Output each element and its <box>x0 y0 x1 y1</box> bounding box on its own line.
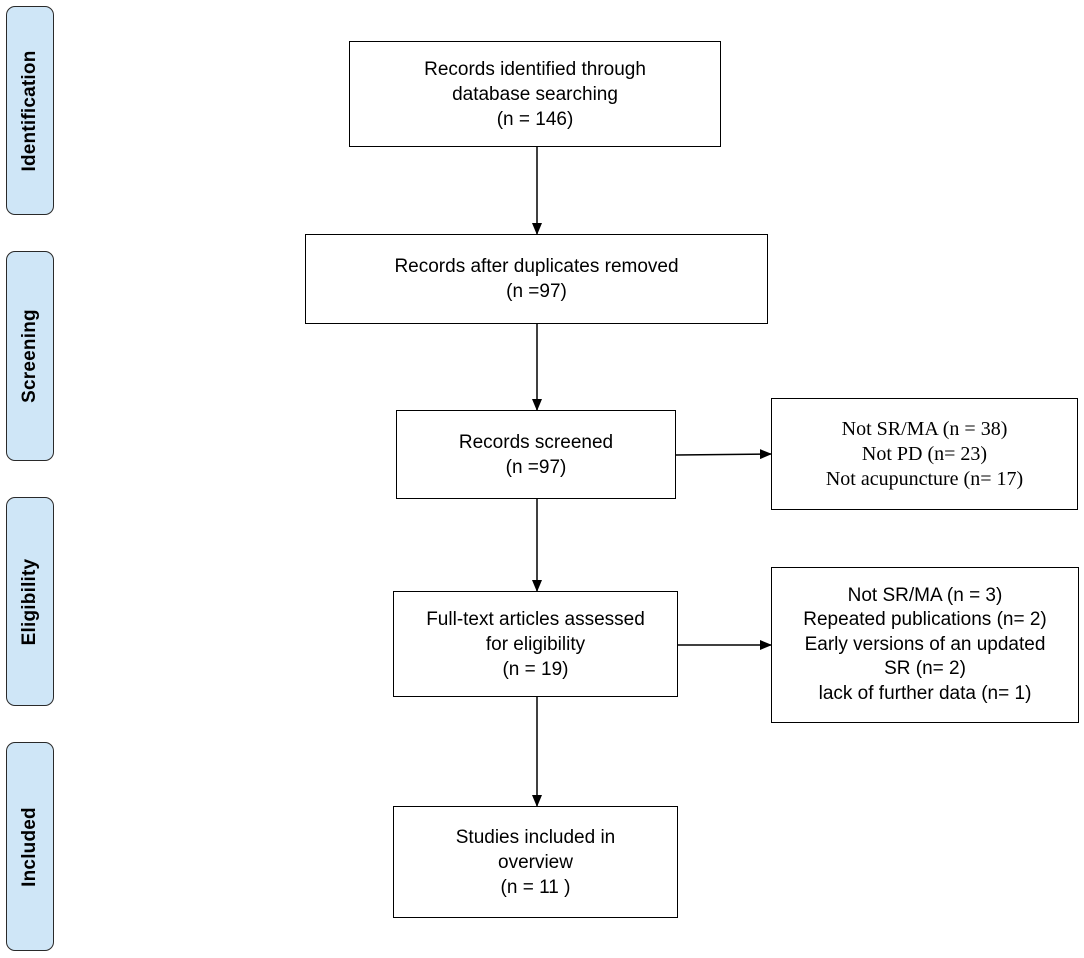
stage-identification: Identification <box>6 6 54 215</box>
box-records-screened: Records screened (n =97) <box>396 410 676 499</box>
stage-included: Included <box>6 742 54 951</box>
box-studies-included: Studies included in overview (n = 11 ) <box>393 806 678 918</box>
arrow-screened-to-excluded <box>675 449 772 460</box>
box-records-identified: Records identified through database sear… <box>349 41 721 147</box>
stage-eligibility: Eligibility <box>6 497 54 706</box>
box-full-text-assessed: Full-text articles assessed for eligibil… <box>393 591 678 697</box>
box-excluded-full-text: Not SR/MA (n = 3) Repeated publications … <box>771 567 1079 723</box>
box-duplicates-removed: Records after duplicates removed (n =97) <box>305 234 768 324</box>
box-excluded-screening: Not SR/MA (n = 38) Not PD (n= 23) Not ac… <box>771 398 1078 510</box>
stage-screening: Screening <box>6 251 54 461</box>
